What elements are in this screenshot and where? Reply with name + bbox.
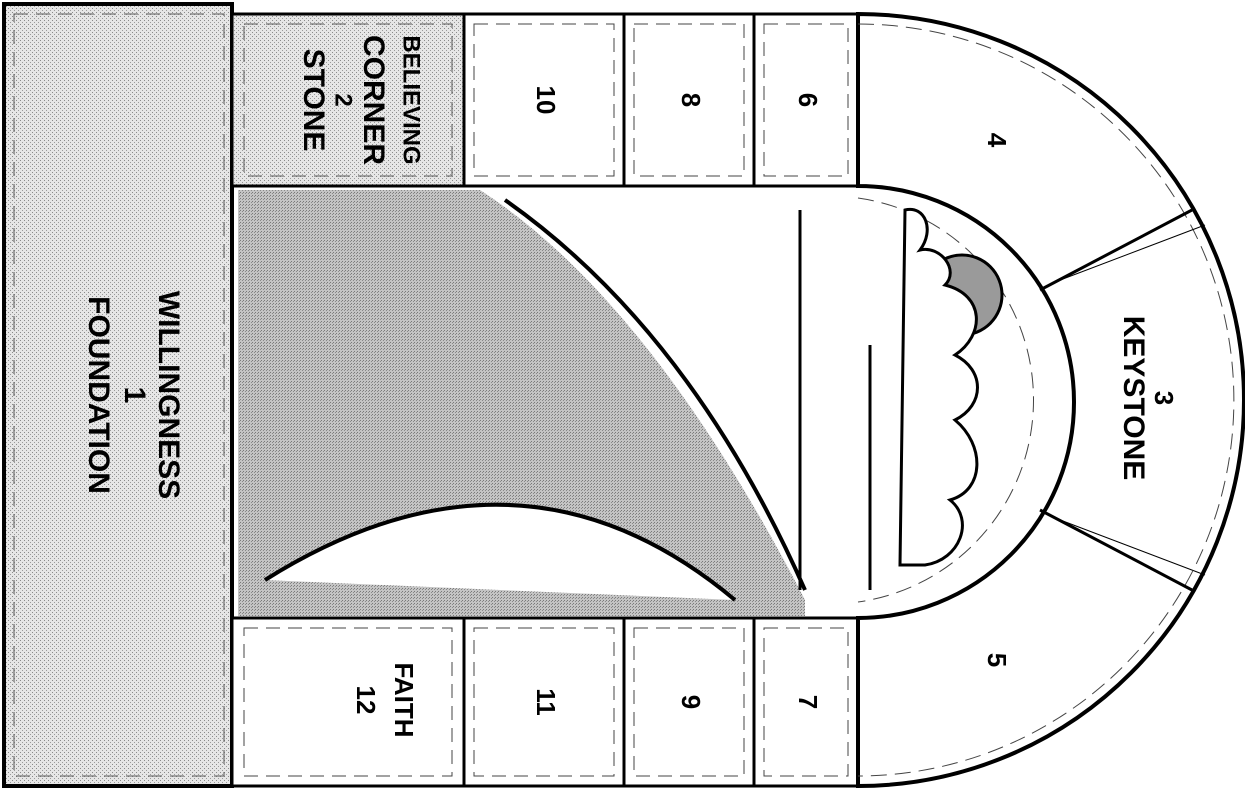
stone-8-label: 8 — [676, 93, 706, 107]
keystone-number: 3 — [1149, 391, 1179, 405]
faith-stone — [232, 618, 464, 786]
stone-6-label: 6 — [793, 93, 823, 107]
corner-line1: CORNER — [357, 35, 390, 165]
stone-9-label: 9 — [676, 695, 706, 709]
keystone-name: KEYSTONE — [1117, 316, 1150, 481]
stone-5-label: 5 — [982, 653, 1012, 667]
corner-number: 2 — [330, 93, 357, 106]
foundation-block — [4, 4, 232, 786]
foundation-name: FOUNDATION — [82, 296, 115, 494]
stone-10-label: 10 — [531, 86, 561, 115]
arch-interior — [234, 186, 870, 618]
foundation-number: 1 — [118, 387, 151, 404]
faith-number: 12 — [351, 686, 381, 715]
corner-line2: STONE — [297, 49, 330, 152]
corner-word: BELIEVING — [398, 35, 425, 164]
foundation-word: WILLINGNESS — [152, 291, 185, 499]
stone-7-label: 7 — [793, 695, 823, 709]
stone-4-label: 4 — [982, 133, 1012, 148]
stone-11-label: 11 — [531, 688, 561, 716]
faith-word: FAITH — [389, 662, 419, 737]
